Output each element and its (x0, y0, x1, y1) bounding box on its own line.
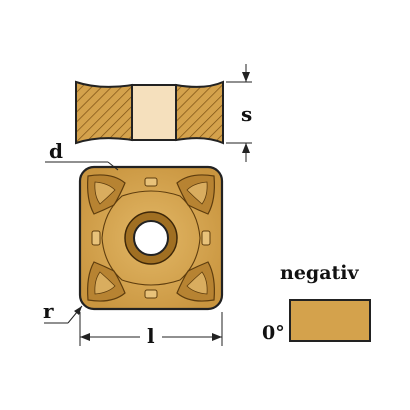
edge-slots (91, 177, 211, 299)
label-l: l (147, 324, 155, 348)
side-view-left-section (75, 80, 133, 145)
inner-contour (101, 190, 201, 286)
slot-left (91, 230, 101, 246)
label-s: s (241, 102, 252, 126)
slot-bottom (144, 289, 158, 299)
radius-leader (44, 305, 83, 324)
clearance-angle-profile (289, 299, 371, 342)
length-dimension (79, 312, 223, 346)
side-view-right-section (175, 80, 224, 145)
side-view (75, 80, 224, 145)
label-r: r (43, 299, 54, 323)
label-d: d (49, 139, 63, 163)
insert-top-view (78, 165, 224, 311)
slot-right (201, 230, 211, 246)
diameter-leader (45, 161, 119, 171)
center-hole (133, 220, 169, 256)
slot-top (144, 177, 158, 187)
thickness-dimension (226, 64, 252, 162)
side-view-hole (131, 84, 177, 141)
label-negativ: negativ (280, 262, 359, 284)
corner-chipbreakers (87, 174, 215, 302)
label-angle: 0° (262, 322, 285, 344)
